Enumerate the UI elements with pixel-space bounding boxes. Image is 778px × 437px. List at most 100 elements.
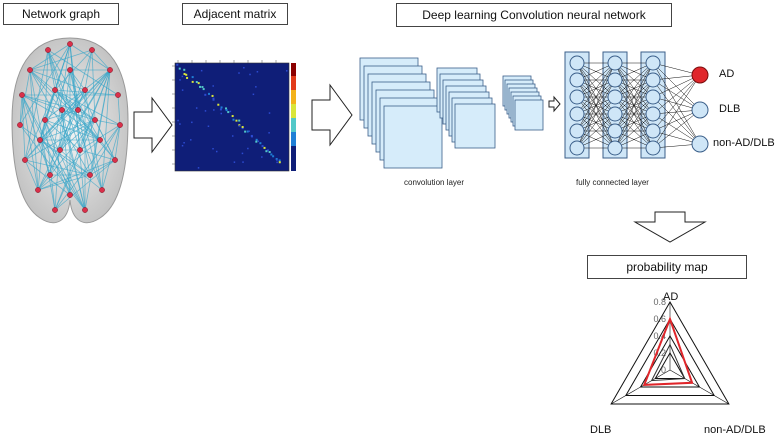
matrix-cell bbox=[255, 86, 257, 88]
fc-edge bbox=[614, 62, 654, 98]
brain-edge bbox=[44, 119, 101, 141]
matrix-cell bbox=[178, 67, 181, 70]
brain-edge bbox=[44, 119, 71, 196]
matrix-cell bbox=[263, 146, 266, 149]
fc-node bbox=[645, 89, 661, 105]
matrix-cell bbox=[181, 144, 184, 147]
matrix-cell bbox=[276, 159, 278, 161]
radar-tick-label: 0.2 bbox=[653, 348, 666, 358]
brain-edge bbox=[61, 109, 86, 211]
matrix-cell bbox=[246, 130, 249, 133]
network-graph-label: Network graph bbox=[3, 3, 119, 25]
brain-node bbox=[67, 192, 73, 198]
fc-edge bbox=[652, 74, 701, 98]
matrix-cell bbox=[268, 151, 271, 154]
brain-node bbox=[19, 92, 25, 98]
matrix-cell bbox=[261, 156, 263, 158]
brain-edge bbox=[19, 94, 23, 126]
matrix-cell bbox=[250, 134, 253, 137]
flow-arrow-3 bbox=[548, 95, 561, 113]
radar-series bbox=[642, 316, 694, 386]
brain-edge bbox=[54, 124, 121, 211]
matrix-cell bbox=[195, 81, 198, 84]
fc-edge bbox=[614, 62, 654, 132]
matrix-cell bbox=[278, 159, 281, 162]
matrix-cell bbox=[255, 138, 258, 141]
brain-edge bbox=[39, 139, 61, 151]
brain-node bbox=[77, 147, 83, 153]
fully-connected-network bbox=[564, 51, 709, 159]
fc-node bbox=[569, 89, 585, 105]
matrix-cell bbox=[212, 97, 215, 100]
matrix-cell bbox=[233, 161, 236, 163]
fc-node bbox=[569, 140, 585, 156]
brain-edge bbox=[61, 109, 71, 196]
brain-edge bbox=[77, 109, 96, 121]
fc-node bbox=[607, 123, 623, 139]
matrix-cell bbox=[241, 127, 244, 130]
matrix-cell bbox=[231, 115, 234, 118]
radar-chart: 00.20.40.60.8 bbox=[610, 297, 730, 405]
radar-tick-label: 0 bbox=[661, 365, 666, 375]
brain-edge bbox=[49, 89, 86, 176]
matrix-cell bbox=[220, 106, 223, 109]
brain-edge bbox=[54, 89, 121, 126]
brain-edge bbox=[21, 94, 86, 211]
matrix-cell bbox=[229, 110, 232, 113]
brain-node bbox=[82, 207, 88, 213]
brain-node bbox=[17, 122, 23, 128]
radar-tick-label: 0.6 bbox=[653, 314, 666, 324]
fc-node bbox=[645, 106, 661, 122]
matrix-cell bbox=[181, 75, 184, 78]
fc-edge bbox=[614, 79, 654, 149]
fc-node bbox=[645, 123, 661, 139]
brain-edge bbox=[89, 159, 116, 176]
brain-node bbox=[22, 157, 28, 163]
brain-edge bbox=[39, 89, 56, 141]
brain-edge bbox=[29, 69, 86, 91]
brain-node bbox=[97, 137, 103, 143]
brain-edge bbox=[19, 124, 41, 141]
output-label-dlb: DLB bbox=[719, 103, 741, 115]
brain-node bbox=[92, 117, 98, 123]
radar-grid-ring bbox=[654, 351, 686, 379]
matrix-cell bbox=[202, 88, 205, 91]
output-node-ad bbox=[691, 66, 709, 84]
brain-edge bbox=[77, 109, 91, 176]
fc-edge bbox=[652, 74, 701, 115]
fc-node bbox=[569, 123, 585, 139]
matrix-cell bbox=[252, 93, 255, 96]
matrix-cell bbox=[243, 66, 245, 69]
brain-node bbox=[52, 207, 58, 213]
fc-node bbox=[645, 140, 661, 156]
brain-edge bbox=[69, 69, 86, 91]
fc-edge bbox=[614, 96, 654, 149]
brain-edge bbox=[61, 109, 101, 141]
brain-node bbox=[35, 187, 41, 193]
brain-node bbox=[75, 107, 81, 113]
flow-arrow-1 bbox=[133, 96, 173, 154]
matrix-cell bbox=[213, 109, 215, 111]
matrix-cell bbox=[183, 72, 186, 75]
matrix-cell bbox=[177, 119, 179, 122]
radar-axis bbox=[669, 369, 730, 405]
brain-edge bbox=[54, 89, 119, 96]
brain-edge bbox=[24, 159, 39, 191]
matrix-cell bbox=[248, 130, 250, 132]
adjacency-matrix bbox=[172, 60, 296, 172]
matrix-cell bbox=[272, 155, 275, 158]
brain-edge bbox=[69, 69, 103, 191]
radar-axis-label-dlb: DLB bbox=[590, 424, 612, 436]
brain-edge bbox=[59, 69, 71, 151]
matrix-cell bbox=[215, 150, 218, 153]
matrix-cell bbox=[244, 130, 247, 133]
fully-connected-layer-caption: fully connected layer bbox=[576, 178, 649, 187]
matrix-cell bbox=[266, 149, 269, 152]
brain-edge bbox=[39, 139, 103, 191]
flow-arrow-down bbox=[633, 211, 707, 243]
probability-map-label: probability map bbox=[587, 255, 747, 279]
brain-edge bbox=[39, 139, 51, 176]
brain-edge bbox=[91, 49, 111, 71]
brain-edge bbox=[37, 69, 111, 191]
brain-edge bbox=[37, 174, 91, 191]
